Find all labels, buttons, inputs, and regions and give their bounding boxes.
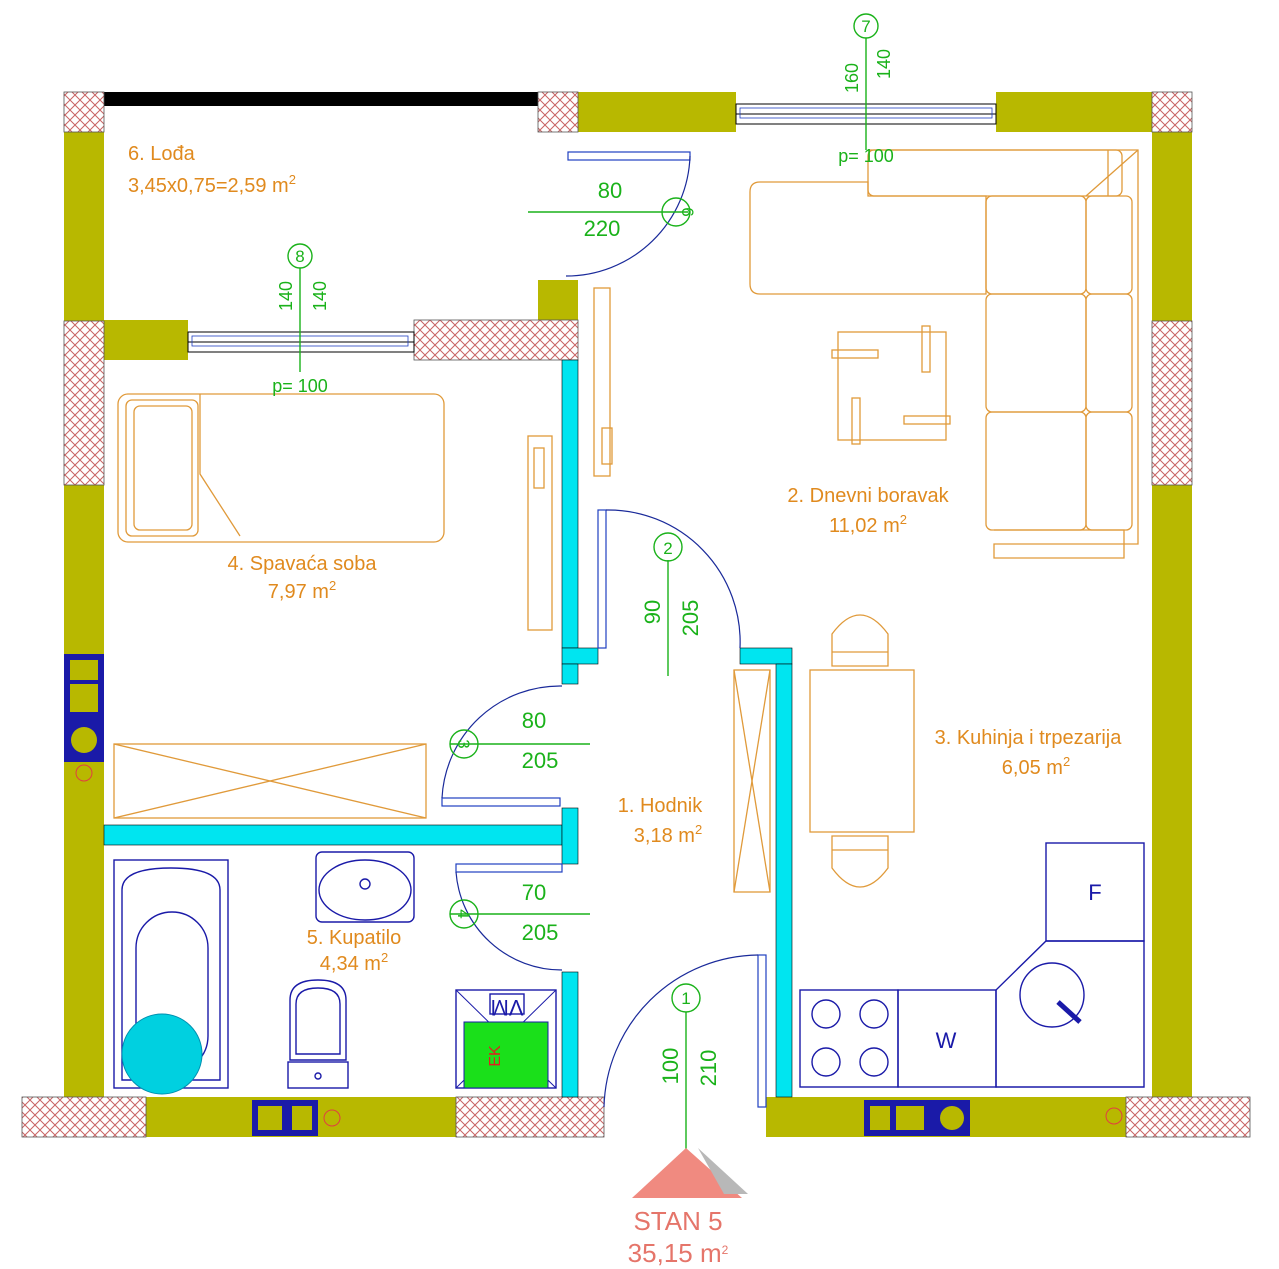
window-7-label: 7 160 140 p= 100 — [838, 17, 894, 166]
room-area-sup: 2 — [1063, 754, 1070, 769]
apartment-name: STAN 5 — [633, 1206, 722, 1236]
room-area-sup: 2 — [329, 578, 336, 593]
water-heater — [455, 989, 557, 1089]
bathtub — [113, 859, 229, 1095]
door-height: 205 — [522, 748, 559, 773]
svg-text:7,97 m2: 7,97 m2 — [268, 578, 336, 603]
bedroom-shelf — [527, 435, 553, 631]
door-height: 220 — [584, 216, 621, 241]
room-area: 3,45x0,75=2,59 m — [128, 175, 289, 197]
room-name: 4. Spavaća soba — [228, 553, 378, 575]
door-height: 210 — [696, 1050, 721, 1087]
door-1-label: 1 100 210 — [658, 989, 721, 1086]
vm-label: VM — [491, 995, 524, 1020]
room-area: 4,34 m — [320, 953, 381, 975]
door-width: 70 — [522, 880, 546, 905]
room-area-sup: 2 — [289, 172, 296, 187]
corner-sofa — [749, 149, 1139, 559]
door-width: 80 — [598, 178, 622, 203]
exterior-walls — [64, 92, 1192, 1137]
tv-unit — [593, 287, 613, 477]
entrance-marker — [632, 1148, 748, 1198]
door-3-label: 3 80 205 — [454, 708, 558, 773]
door-1 — [603, 954, 767, 1108]
door-4-label: 4 70 205 — [454, 880, 558, 945]
dining-set — [809, 614, 915, 888]
window-width: 140 — [276, 281, 296, 311]
kitchen-counter — [799, 842, 1145, 1088]
window-height: 140 — [874, 49, 894, 79]
door-number: 1 — [681, 989, 690, 1008]
hall-cabinet — [733, 669, 771, 893]
washbasin — [315, 851, 415, 923]
room-name: 6. Lođa — [128, 143, 196, 165]
svg-text:35,15 m2: 35,15 m2 — [628, 1238, 729, 1268]
room-label-spavaca: 4. Spavaća soba 7,97 m2 — [228, 553, 378, 603]
wardrobe — [113, 743, 427, 819]
door-4 — [455, 863, 563, 971]
window-width: 160 — [842, 63, 862, 93]
door-number: 2 — [663, 539, 672, 558]
window-bedroom — [187, 331, 415, 353]
apartment-area-sup: 2 — [722, 1243, 729, 1257]
dimension-lines — [287, 13, 879, 1150]
room-area: 7,97 m — [268, 581, 329, 603]
door-3 — [441, 685, 563, 807]
bed — [117, 393, 445, 543]
room-area-sup: 2 — [900, 512, 907, 527]
room-area: 11,02 m — [829, 515, 900, 537]
svg-text:3,18 m2: 3,18 m2 — [634, 822, 702, 847]
room-name: 1. Hodnik — [618, 795, 703, 817]
room-area: 3,18 m — [634, 825, 695, 847]
electrical-boxes — [64, 654, 1123, 1136]
svg-text:6,05 m2: 6,05 m2 — [1002, 754, 1070, 779]
room-area: 6,05 m — [1002, 757, 1063, 779]
door-6 — [565, 151, 691, 277]
fridge-label: F — [1088, 880, 1101, 905]
door-2 — [597, 509, 741, 649]
room-label-kuhinja: 3. Kuhinja i trpezarija 6,05 m2 — [935, 727, 1123, 779]
window-height: 140 — [310, 281, 330, 311]
door-number: 4 — [454, 909, 473, 918]
room-name: 5. Kupatilo — [307, 927, 402, 949]
room-area-sup: 2 — [695, 822, 702, 837]
door-6-label: 80 220 6 — [584, 178, 697, 241]
door-width: 100 — [658, 1048, 683, 1085]
hatched-columns — [21, 91, 1251, 1138]
room-label-kupatilo: 5. Kupatilo 4,34 m2 — [307, 927, 402, 975]
window-8-label: 8 140 140 p= 100 — [272, 247, 330, 396]
washer-label: W — [936, 1028, 957, 1053]
ek-label: EK — [487, 1045, 504, 1067]
door-2-label: 2 90 205 — [640, 539, 703, 636]
window-parapet: p= 100 — [838, 146, 894, 166]
room-area-sup: 2 — [381, 950, 388, 965]
toilet — [287, 979, 349, 1089]
room-label-loda: 6. Lođa 3,45x0,75=2,59 m2 — [128, 143, 296, 197]
door-height: 205 — [678, 600, 703, 637]
room-label-dnevni: 2. Dnevni boravak 11,02 m2 — [787, 485, 949, 537]
window-parapet: p= 100 — [272, 376, 328, 396]
window-number: 8 — [295, 247, 304, 266]
coffee-table — [831, 325, 951, 445]
door-number: 6 — [678, 207, 697, 216]
svg-text:3,45x0,75=2,59 m2: 3,45x0,75=2,59 m2 — [128, 172, 296, 197]
door-width: 80 — [522, 708, 546, 733]
room-name: 2. Dnevni boravak — [787, 485, 949, 507]
room-label-hodnik: 1. Hodnik 3,18 m2 — [618, 795, 703, 847]
door-width: 90 — [640, 600, 665, 624]
door-number: 3 — [454, 739, 473, 748]
interior-partitions — [103, 359, 793, 1098]
door-height: 205 — [522, 920, 559, 945]
apartment-area: 35,15 m — [628, 1238, 722, 1268]
svg-text:4,34 m2: 4,34 m2 — [320, 950, 388, 975]
svg-text:11,02 m2: 11,02 m2 — [829, 512, 907, 537]
window-number: 7 — [861, 17, 870, 36]
room-name: 3. Kuhinja i trpezarija — [935, 727, 1123, 749]
apartment-label: STAN 5 35,15 m2 — [628, 1206, 729, 1268]
